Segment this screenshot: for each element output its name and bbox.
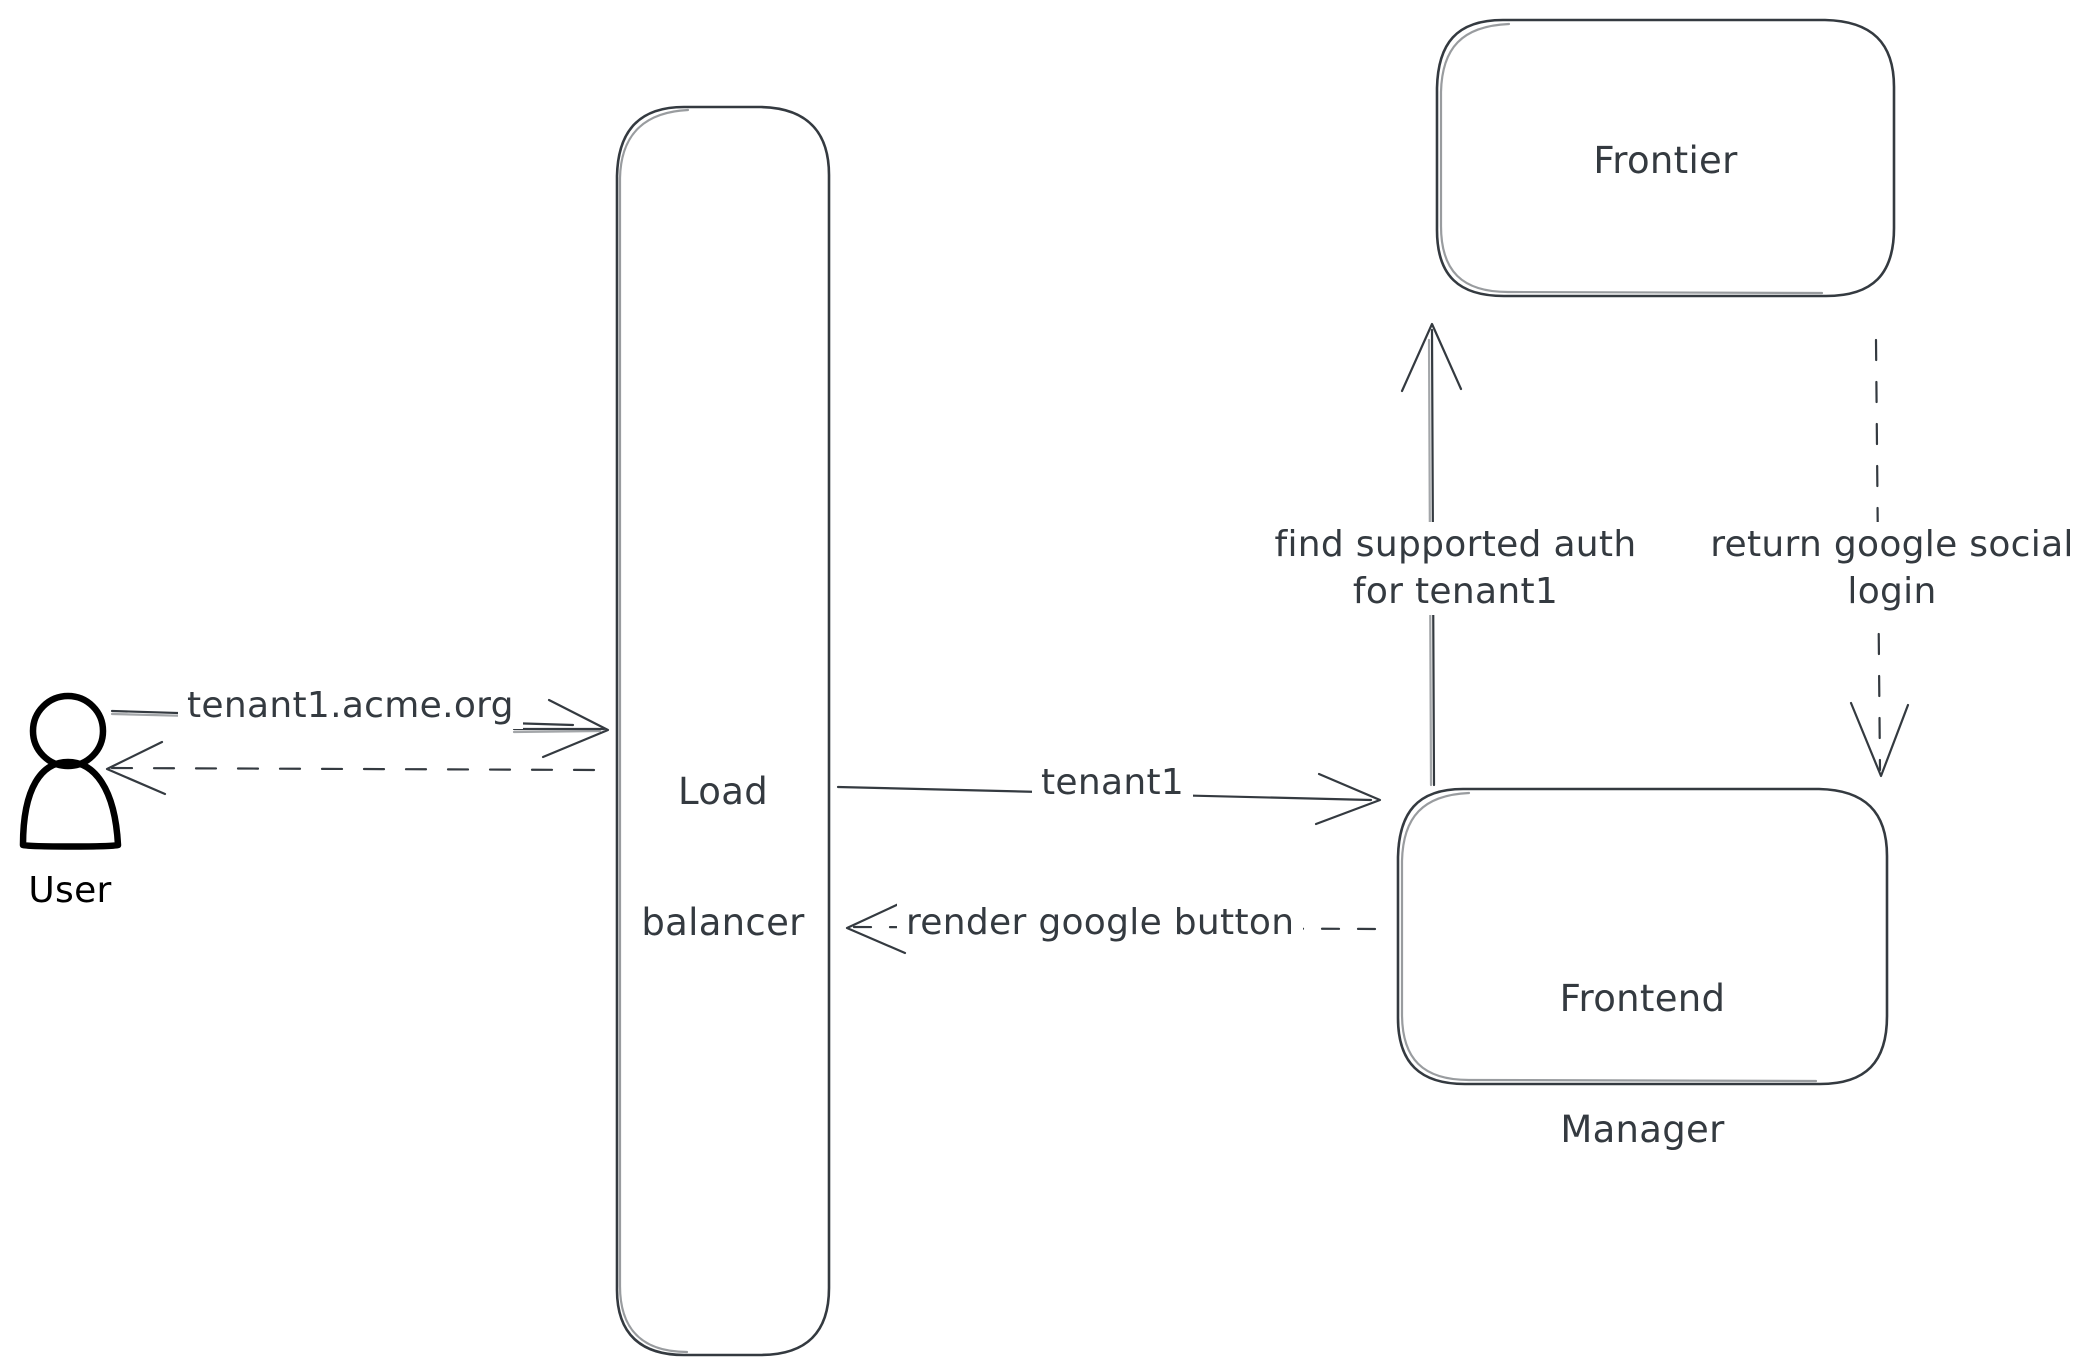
user-label: User [28,870,112,911]
frontend-manager-node[interactable] [1396,787,1889,1086]
load-balancer-label: Load balancer [617,683,829,1032]
edge-lb-to-user-arrowhead [105,740,167,796]
frontier-label: Frontier [1593,139,1738,182]
edge-lb-to-user-line [110,766,602,772]
frontend-manager-outline [1396,787,1889,1086]
frontend-manager-label-line2: Manager [1560,1108,1725,1152]
user-actor [19,692,122,850]
edge-frontier-to-fm-arrowhead [1849,701,1910,778]
edge-label-tenant1-acme-org: tenant1.acme.org [178,683,523,730]
edge-label-find-supported-auth: find supported auth for tenant1 [1216,480,1648,658]
load-balancer-outline-second-pass [618,108,690,1354]
frontier-outline-second-pass [1439,22,1824,295]
edge-label-tenant1: tenant1 [1032,760,1194,807]
frontend-manager-outline-second-pass [1400,791,1818,1083]
edge-label-find-supported-auth-line1: find supported auth [1265,522,1646,569]
edge-user-to-lb-line-right-pass2 [512,729,602,734]
edge-load-balancer-to-user [105,740,602,796]
user-body-icon [19,758,122,850]
load-balancer-outline [615,105,831,1357]
edge-user-to-lb-arrowhead [541,698,610,759]
load-balancer-label-line2: balancer [641,901,805,945]
load-balancer-node[interactable] [615,105,831,1357]
user-head-icon [29,692,107,770]
frontend-manager-label: Frontend Manager [1398,890,1887,1239]
edge-label-return-google-social-login-line2: login [1838,568,1946,616]
frontier-node[interactable] [1435,18,1896,298]
edge-label-render-google-button: render google button [897,900,1304,947]
edge-label-return-google-social-login: return google social login [1654,480,2083,658]
edge-fm-to-frontier-arrowhead [1400,322,1463,393]
edge-label-return-google-social-login-line1: return google social [1701,522,2083,569]
edge-fm-to-lb-arrowhead [845,900,907,955]
edge-label-find-supported-auth-line2: for tenant1 [1343,568,1568,616]
load-balancer-label-line1: Load [678,770,768,814]
frontier-outline [1435,18,1896,298]
edge-lb-to-fm-arrowhead [1314,772,1382,826]
frontend-manager-label-line1: Frontend [1559,977,1726,1021]
